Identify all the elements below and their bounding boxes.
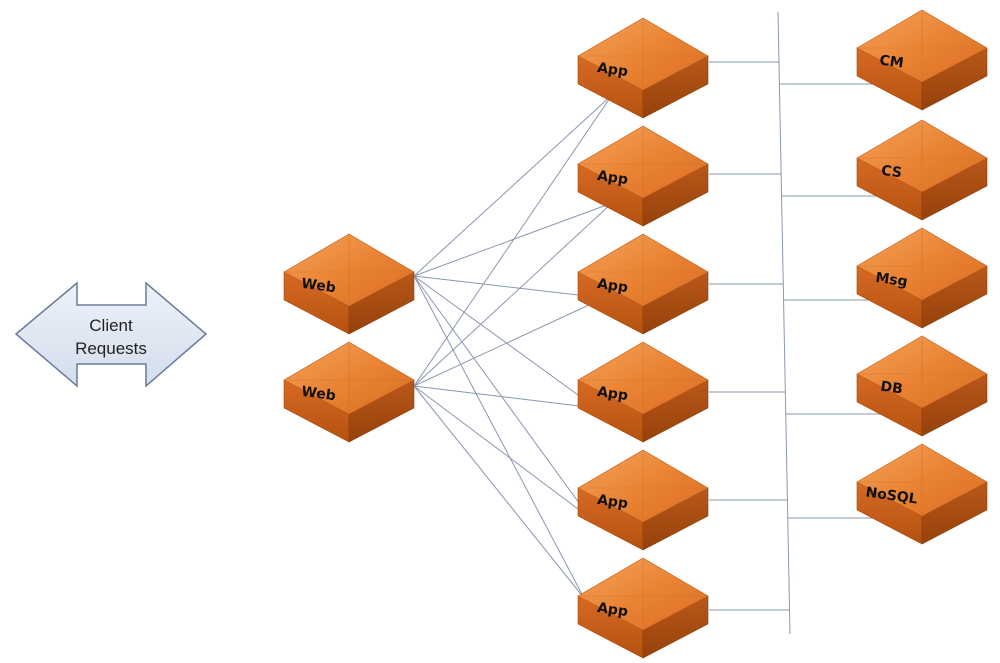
web-node: Web <box>283 233 415 335</box>
web-app-link <box>413 202 613 277</box>
service-node: NoSQL <box>856 443 988 545</box>
client-label-line1: Client <box>89 316 133 335</box>
web-app-link <box>413 275 605 299</box>
web-app-link <box>413 297 605 387</box>
service-node-label: Msg <box>874 270 908 290</box>
app-node-label: App <box>596 276 629 296</box>
service-node: DB <box>856 335 988 437</box>
app-node: App <box>577 233 709 335</box>
app-node-label: App <box>596 600 629 620</box>
client-requests-arrow: Client Requests <box>14 281 208 388</box>
web-app-link <box>413 385 591 519</box>
service-node: Msg <box>856 227 988 329</box>
web-app-link <box>413 202 613 387</box>
service-node-label: CM <box>878 52 904 71</box>
app-node-label: App <box>596 168 629 188</box>
web-app-link <box>413 275 597 409</box>
service-node: CM <box>856 9 988 111</box>
app-node-label: App <box>596 492 629 512</box>
app-node-label: App <box>596 60 629 80</box>
app-node: App <box>577 557 709 659</box>
web-app-link <box>413 94 613 277</box>
double-arrow-icon <box>14 281 208 388</box>
web-app-link <box>413 385 585 599</box>
app-node: App <box>577 125 709 227</box>
app-node: App <box>577 17 709 119</box>
web-app-link <box>413 94 613 387</box>
service-node-label: NoSQL <box>865 484 919 507</box>
web-node-label: Web <box>300 384 336 405</box>
service-bus-line <box>777 11 791 635</box>
web-node-label: Web <box>300 276 336 297</box>
app-node: App <box>577 449 709 551</box>
web-app-link <box>413 275 585 599</box>
web-node: Web <box>283 341 415 443</box>
app-node-label: App <box>596 384 629 404</box>
service-node-label: CS <box>880 163 903 182</box>
service-node-label: DB <box>879 379 903 398</box>
app-node: App <box>577 341 709 443</box>
client-label-line2: Requests <box>75 339 147 358</box>
service-node: CS <box>856 119 988 221</box>
web-app-link <box>413 385 597 409</box>
